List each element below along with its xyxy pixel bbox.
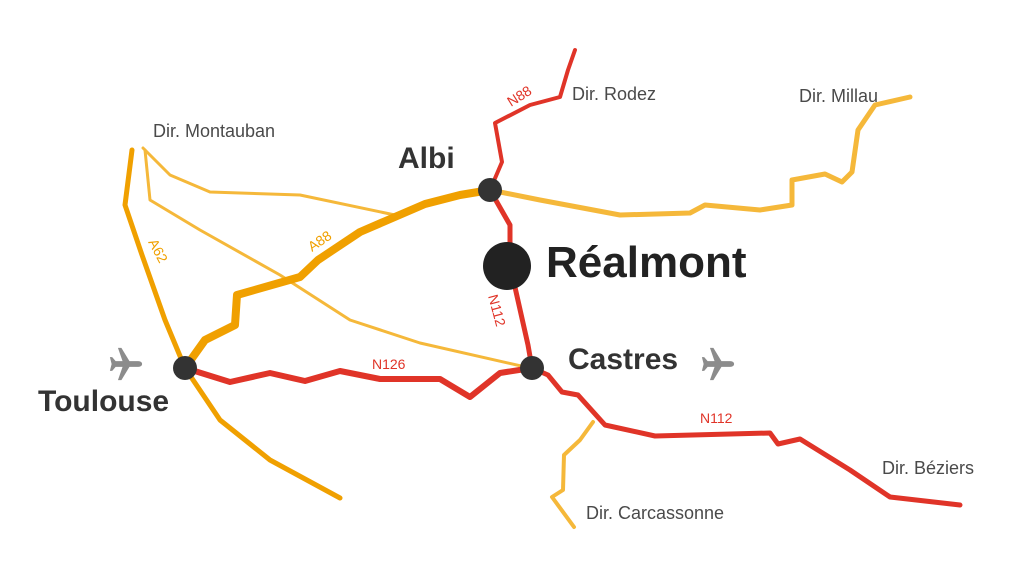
road-label-a62: A62 — [145, 236, 171, 266]
city-label-castres: Castres — [568, 343, 679, 376]
airplane-icon — [109, 347, 143, 381]
road-carcassonne — [550, 420, 595, 529]
castres-node — [520, 356, 544, 380]
road-a88 — [181, 186, 494, 372]
road-label-n112-north: N112 — [485, 293, 509, 329]
city-label-albi: Albi — [398, 142, 455, 175]
city-label-toulouse: Toulouse — [38, 385, 170, 418]
direction-label-millau: Dir. Millau — [799, 86, 879, 106]
road-n126 — [182, 365, 535, 400]
road-n112-south — [529, 365, 963, 508]
road-n88 — [488, 48, 577, 192]
road-label-n112-south: N112 — [700, 410, 733, 426]
direction-label-montauban: Dir. Montauban — [153, 121, 276, 141]
direction-label-beziers: Dir. Béziers — [882, 458, 975, 478]
realmont-node — [483, 242, 531, 290]
road-a62 — [122, 147, 343, 501]
airplane-icon — [701, 347, 735, 381]
road-montauban-castres — [143, 148, 532, 370]
albi-node — [478, 178, 502, 202]
direction-label-rodez: Dir. Rodez — [572, 84, 657, 104]
toulouse-node — [173, 356, 197, 380]
road-montauban-albi — [141, 146, 397, 217]
city-label-realmont: Réalmont — [546, 238, 747, 287]
road-label-n126: N126 — [372, 356, 406, 372]
road-millau — [487, 94, 913, 218]
direction-label-carcassonne: Dir. Carcassonne — [586, 503, 725, 523]
